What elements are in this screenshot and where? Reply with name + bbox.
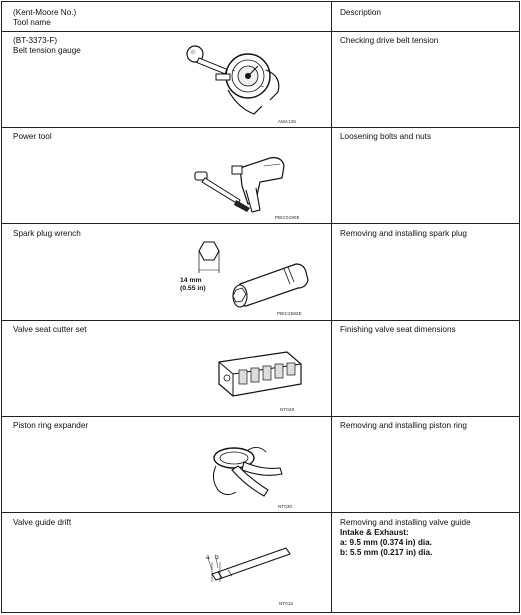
tool-description: Removing and installing spark plug — [340, 229, 467, 238]
belt-tension-gauge-illustration — [186, 45, 280, 115]
tool-description: Finishing valve seat dimensions — [340, 325, 456, 334]
tool-name: Valve guide drift — [13, 518, 72, 527]
figure-code: NT048 — [280, 407, 295, 412]
tool-specification: Intake & Exhaust: a: 9.5 mm (0.374 in) d… — [340, 528, 433, 557]
tool-description: Removing and installing piston ring — [340, 421, 467, 430]
tool-description: Checking drive belt tension — [340, 36, 439, 45]
header-description: Description — [340, 8, 381, 17]
valve-seat-cutter-set-illustration — [218, 351, 302, 397]
row-divider — [2, 416, 519, 417]
tool-description: Removing and installing valve guide — [340, 518, 471, 527]
figure-code: AMA126 — [278, 119, 297, 124]
column-divider — [331, 2, 332, 612]
row-divider — [2, 512, 519, 513]
power-tool-illustration — [194, 157, 285, 213]
tool-name: Piston ring expander — [13, 421, 89, 430]
dimension-label-a: a — [206, 554, 210, 561]
header-tool-name: (Kent-Moore No.) Tool name — [13, 8, 77, 27]
tool-name: Valve seat cutter set — [13, 325, 87, 334]
figure-code: PBIC2582E — [277, 311, 302, 316]
row-divider — [2, 320, 519, 321]
figure-code: NT015 — [279, 601, 294, 606]
tool-name: Spark plug wrench — [13, 229, 81, 238]
figure-code: PBIC0190E — [275, 215, 300, 220]
tool-name: (BT-3373-F) Belt tension gauge — [13, 36, 81, 55]
piston-ring-expander-illustration — [212, 447, 283, 497]
row-divider — [2, 31, 519, 32]
tool-name: Power tool — [13, 132, 52, 141]
spark-plug-wrench-illustration — [198, 241, 309, 308]
wrench-size-label: 14 mm (0.55 in) — [180, 277, 206, 292]
tool-description: Loosening bolts and nuts — [340, 132, 432, 141]
valve-guide-drift-illustration — [207, 547, 291, 582]
row-divider — [2, 223, 519, 224]
figure-code: NT030 — [278, 504, 293, 509]
row-divider — [2, 127, 519, 128]
dimension-label-b: b — [215, 554, 219, 561]
